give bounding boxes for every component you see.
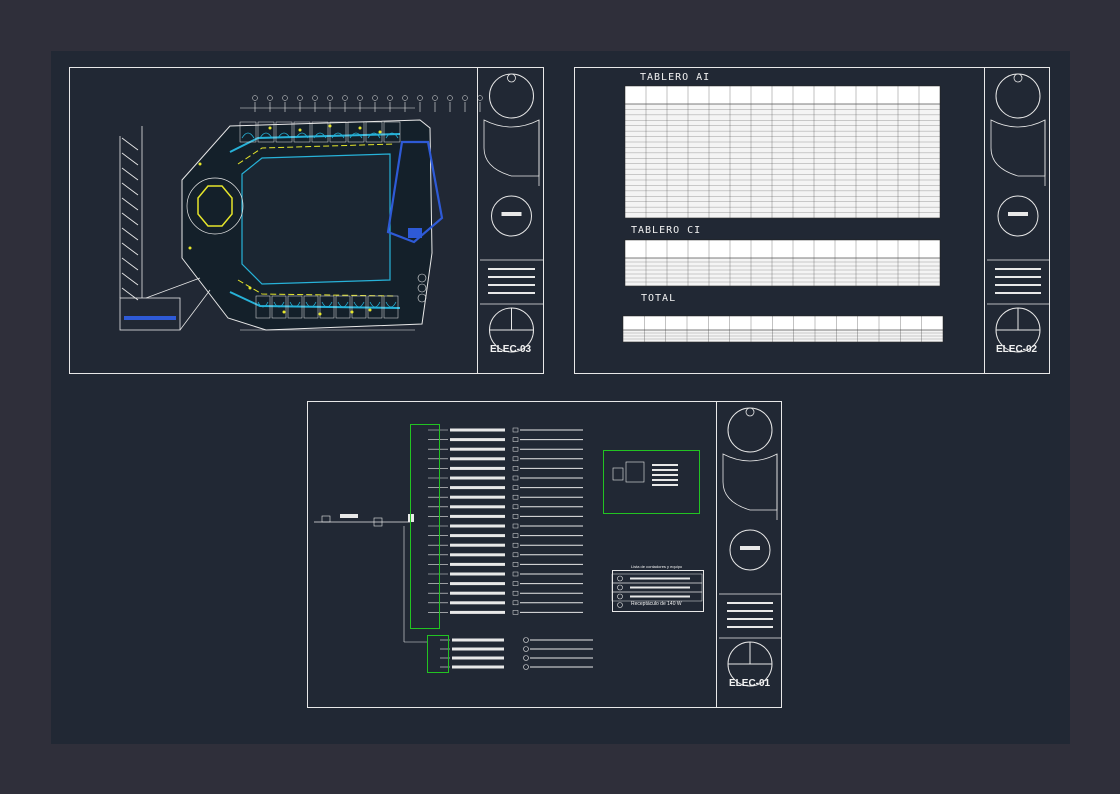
legend: Lista de contadores y equipo Receptáculo… [612, 564, 704, 612]
title-block: ELEC-02 [984, 68, 1051, 373]
table-title-c: TABLERO CI [631, 225, 702, 236]
table-title-total: TOTAL [641, 293, 677, 304]
legend-last-item: Receptáculo de 140 W [631, 601, 682, 607]
sheet-number: ELEC-02 [996, 344, 1038, 355]
single-line-diagram-drawing [314, 427, 703, 670]
title-block: ELEC-01 [716, 402, 783, 707]
drawing-canvas[interactable]: ELEC-03 TABLERO AI TABLERO CI TOTAL ELEC… [51, 51, 1070, 744]
legend-title: Lista de contadores y equipo [631, 564, 683, 569]
detail-box [603, 450, 700, 514]
sheet-load-tables[interactable]: TABLERO AI TABLERO CI TOTAL ELEC-02 [574, 67, 1050, 374]
sub-panel-box [427, 635, 449, 673]
title-block: ELEC-03 [477, 68, 545, 373]
main-panel-box [410, 424, 440, 629]
sheet-floor-plan[interactable]: ELEC-03 [69, 67, 544, 374]
sheet-single-line-diagram[interactable]: Lista de contadores y equipo Receptáculo… [307, 401, 782, 708]
table-title-a: TABLERO AI [640, 72, 711, 83]
sheet-number: ELEC-01 [729, 678, 771, 689]
floor-plan-drawing [119, 95, 483, 331]
sheet-number: ELEC-03 [490, 344, 532, 355]
load-tables-drawing [622, 85, 944, 343]
